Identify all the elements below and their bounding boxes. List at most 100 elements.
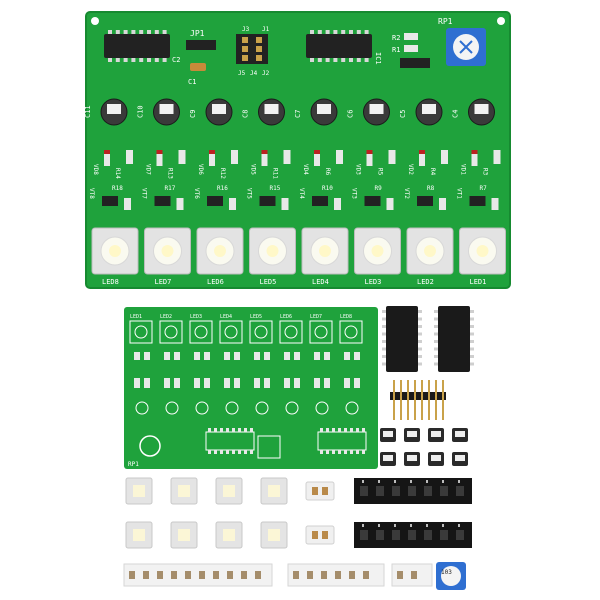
diode [156,150,163,166]
pad [264,352,270,360]
pad [204,352,210,360]
chip-pin [349,58,353,62]
dip-pin [382,325,386,328]
ic-pad [232,450,235,454]
header-pin [256,46,262,52]
capacitor-label [107,104,121,114]
smd-resistor [227,571,233,579]
ic-pad [332,450,335,454]
pad [324,352,330,360]
dip-pin [434,355,438,358]
smd-resistor [397,571,403,579]
tape-hole [442,480,444,483]
dip-pin [418,332,422,336]
tape-component [440,486,448,496]
dip-pin [434,332,438,336]
pad [264,378,270,388]
ic-pad [350,428,353,432]
transistor [207,196,223,206]
cap-footprint [225,401,239,415]
chip-pin [349,30,353,34]
label-c2: C2 [172,56,180,64]
ic-pad [356,428,359,432]
smd-resistor [129,571,135,579]
label-vd: VD5 [250,164,257,175]
led-loose-lens [133,485,145,497]
tape-hole [426,524,428,527]
chip-pin [341,58,346,62]
resistor [441,150,448,164]
pot-slot [459,40,473,54]
led-chip [161,245,174,257]
ic-pad [214,428,217,432]
label-vt: VT3 [351,188,358,199]
pad [254,378,260,388]
label-r-upper: R13 [167,168,174,179]
dip-pin [418,317,422,321]
ic-pad [338,428,341,432]
dip-pin [418,340,422,343]
label-vt: VT8 [88,188,95,199]
header-pin [242,37,248,43]
ic-pad [220,428,223,432]
label-led: LED6 [207,278,224,286]
label-j3: J3 [242,26,250,33]
ic-pad [344,428,347,432]
led-chip [371,245,384,257]
dip-pin [434,340,438,343]
pad [224,378,230,388]
pad [194,378,200,388]
tape-hole [410,524,412,527]
tape-hole [394,524,396,527]
label-vd: VD8 [92,164,99,175]
pad [354,352,360,360]
diode [419,150,425,166]
smd-resistor [171,571,177,579]
header-pin [393,380,395,420]
ic-left [104,30,170,62]
chip-body [438,306,470,372]
chip-pin [325,58,330,62]
chip-pin [115,58,120,62]
led-footprint [189,320,213,344]
chip-pin [108,30,112,34]
ic-footprint [205,431,255,451]
pad [164,378,170,388]
led-footprint-ring [344,325,358,339]
header-pin [242,55,248,61]
led-footprint [249,320,273,344]
pad [354,378,360,388]
label-r-upper: R5 [377,168,384,176]
ic-pad [326,428,329,432]
chip-pin [317,30,322,34]
ic-footprint [317,431,367,451]
transistor [469,196,486,206]
label-led-bottom: LED7 [310,314,322,320]
label-led: LED5 [260,278,277,286]
chip-pin [356,58,361,62]
led-loose-lens [268,485,280,497]
cap-footprint [345,401,359,415]
tape-piece [305,525,335,545]
label-led-bottom: LED1 [130,314,142,320]
dip-pin [470,310,474,313]
ic-pad [362,450,365,454]
label-vd: VD3 [355,164,362,175]
tape-component [440,530,448,540]
pin-header [390,380,446,420]
capacitor-label [474,104,489,114]
dip-pin [418,355,422,358]
tape-component [392,486,400,496]
ic-pad [226,450,229,454]
tape-piece [305,481,335,501]
smd-resistor [157,571,163,579]
smd-resistor [185,571,191,579]
dip-pin [382,317,386,321]
ic-pad [244,450,247,454]
label-cap: C8 [242,110,250,118]
diode-band [104,150,110,154]
dip-pin [470,317,474,321]
smd-part [312,531,318,539]
transistor-marking [431,431,441,437]
dip-pin [418,362,422,366]
